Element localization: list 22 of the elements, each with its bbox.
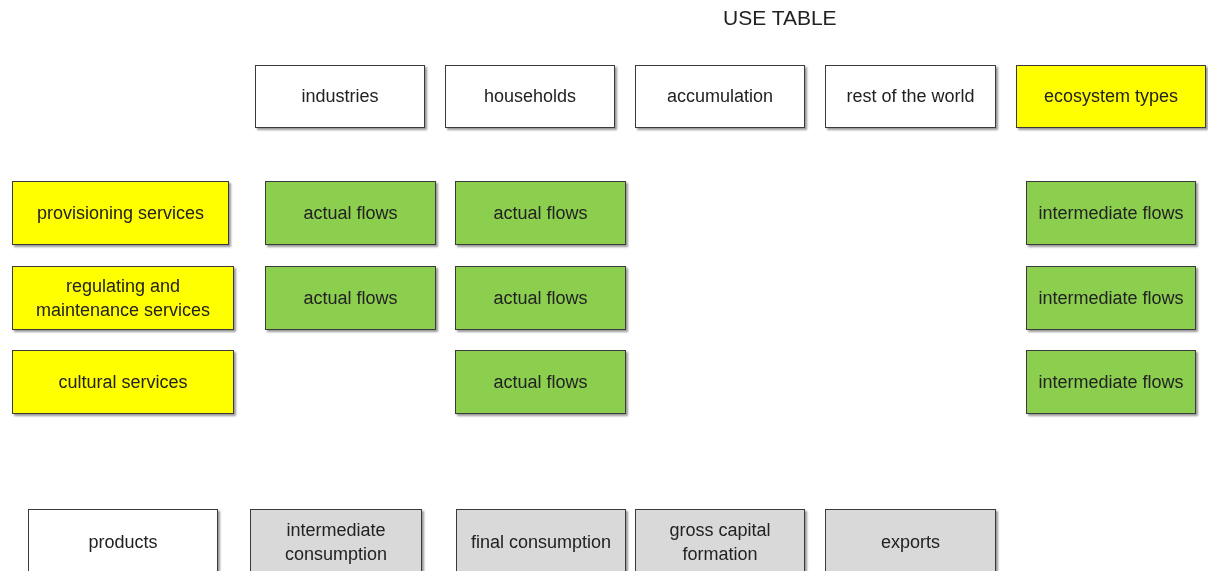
total-box: intermediate consumption bbox=[250, 509, 422, 571]
flow-box: actual flows bbox=[265, 266, 436, 330]
total-box: final consumption bbox=[456, 509, 626, 571]
header-box: industries bbox=[255, 65, 425, 128]
flow-box: intermediate flows bbox=[1026, 266, 1196, 330]
header-box: households bbox=[445, 65, 615, 128]
header-box: rest of the world bbox=[825, 65, 996, 128]
flow-box: intermediate flows bbox=[1026, 350, 1196, 414]
total-box: gross capital formation bbox=[635, 509, 805, 571]
header-box: accumulation bbox=[635, 65, 805, 128]
flow-box: actual flows bbox=[455, 181, 626, 245]
category-box: cultural services bbox=[12, 350, 234, 414]
category-box: regulating and maintenance services bbox=[12, 266, 234, 330]
flow-box: actual flows bbox=[455, 350, 626, 414]
table-title: USE TABLE bbox=[723, 6, 837, 30]
header-box: products bbox=[28, 509, 218, 571]
flow-box: intermediate flows bbox=[1026, 181, 1196, 245]
flow-box: actual flows bbox=[265, 181, 436, 245]
total-box: exports bbox=[825, 509, 996, 571]
category-box: ecosystem types bbox=[1016, 65, 1206, 128]
flow-box: actual flows bbox=[455, 266, 626, 330]
category-box: provisioning services bbox=[12, 181, 229, 245]
